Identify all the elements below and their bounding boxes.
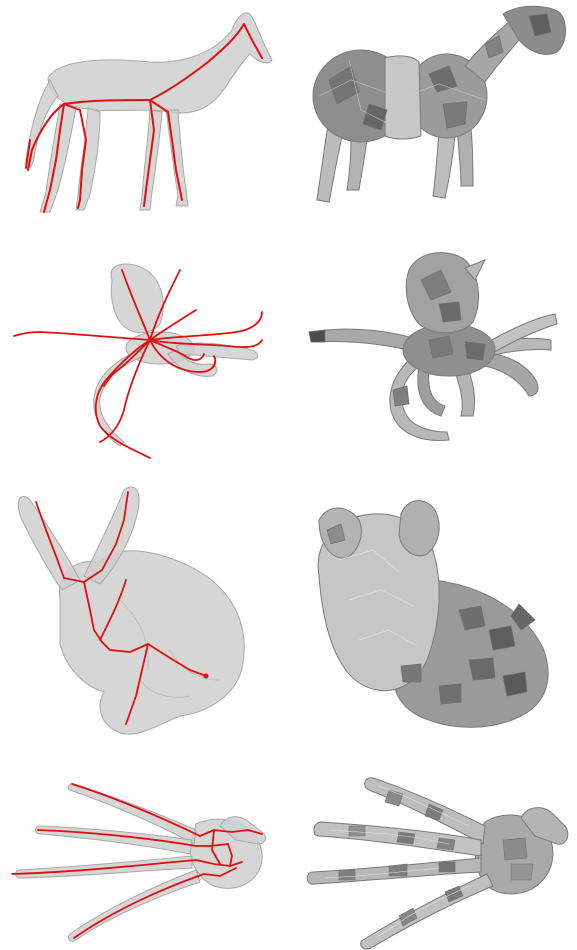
hand-segmentation-figure [289,760,577,950]
horse-segmentation-panel [289,0,577,230]
horse-skeleton-figure [0,0,288,230]
hand-skeleton-figure [0,760,288,950]
octopus-skeleton-figure [0,240,288,470]
horse-skeleton-panel [0,0,288,230]
hand-segmentation-panel [289,760,577,950]
horse-segmentation-figure [289,0,577,230]
bunny-segmentation-figure [289,480,577,750]
bunny-skeleton-panel [0,480,288,750]
bunny-skeleton-figure [0,480,288,750]
octopus-segmentation-figure [289,240,577,470]
bunny-segmentation-panel [289,480,577,750]
octopus-segmentation-panel [289,240,577,470]
hand-skeleton-panel [0,760,288,950]
octopus-skeleton-panel [0,240,288,470]
